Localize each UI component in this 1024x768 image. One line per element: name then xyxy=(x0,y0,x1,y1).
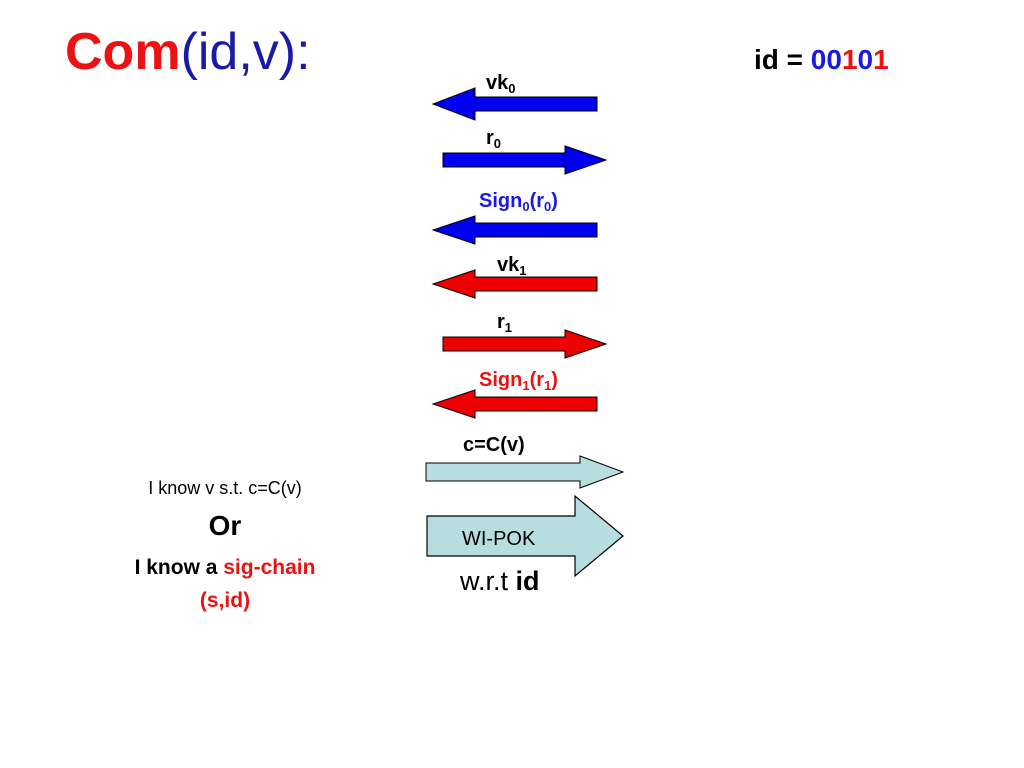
statement-line1: I know v s.t. c=C(v) xyxy=(148,478,302,498)
label-r0: r0 xyxy=(486,127,502,151)
id-bit-0: 0 xyxy=(810,44,827,75)
label-sign0: Sign0(r0) xyxy=(479,190,558,214)
label-vk0: vk0 xyxy=(486,72,516,96)
arrow-sign1 xyxy=(431,389,598,419)
label-vk1: vk1 xyxy=(497,254,527,278)
id-bit-2: 1 xyxy=(841,44,858,75)
label-wi-pok: WI-POK xyxy=(462,528,536,550)
label-sign1: Sign1(r1) xyxy=(479,369,558,393)
id-prefix: id = xyxy=(754,44,811,75)
title-args: (id,v): xyxy=(180,23,311,81)
label-r1: r1 xyxy=(497,311,513,335)
arrow-vk1 xyxy=(431,269,598,299)
arrow-commit xyxy=(425,455,625,489)
title-com: Com xyxy=(65,23,181,81)
id-value: id = 00101 xyxy=(754,44,889,76)
id-bit-1: 0 xyxy=(826,44,842,75)
statement-line4: (s,id) xyxy=(199,589,251,612)
arrow-r1 xyxy=(442,329,608,359)
statement-or: Or xyxy=(208,510,242,541)
id-bit-4: 1 xyxy=(873,44,889,75)
arrow-vk0 xyxy=(431,87,598,121)
id-bit-3: 0 xyxy=(857,44,874,75)
label-commit: c=C(v) xyxy=(463,434,525,456)
label-wrt-id: w.r.t id xyxy=(460,566,540,596)
statement-line3: I know a sig-chain xyxy=(134,556,316,579)
arrow-sign0 xyxy=(431,215,598,245)
arrow-wi-pok xyxy=(426,494,624,578)
arrow-r0 xyxy=(442,145,608,175)
slide-title: Com(id,v): xyxy=(65,22,311,82)
